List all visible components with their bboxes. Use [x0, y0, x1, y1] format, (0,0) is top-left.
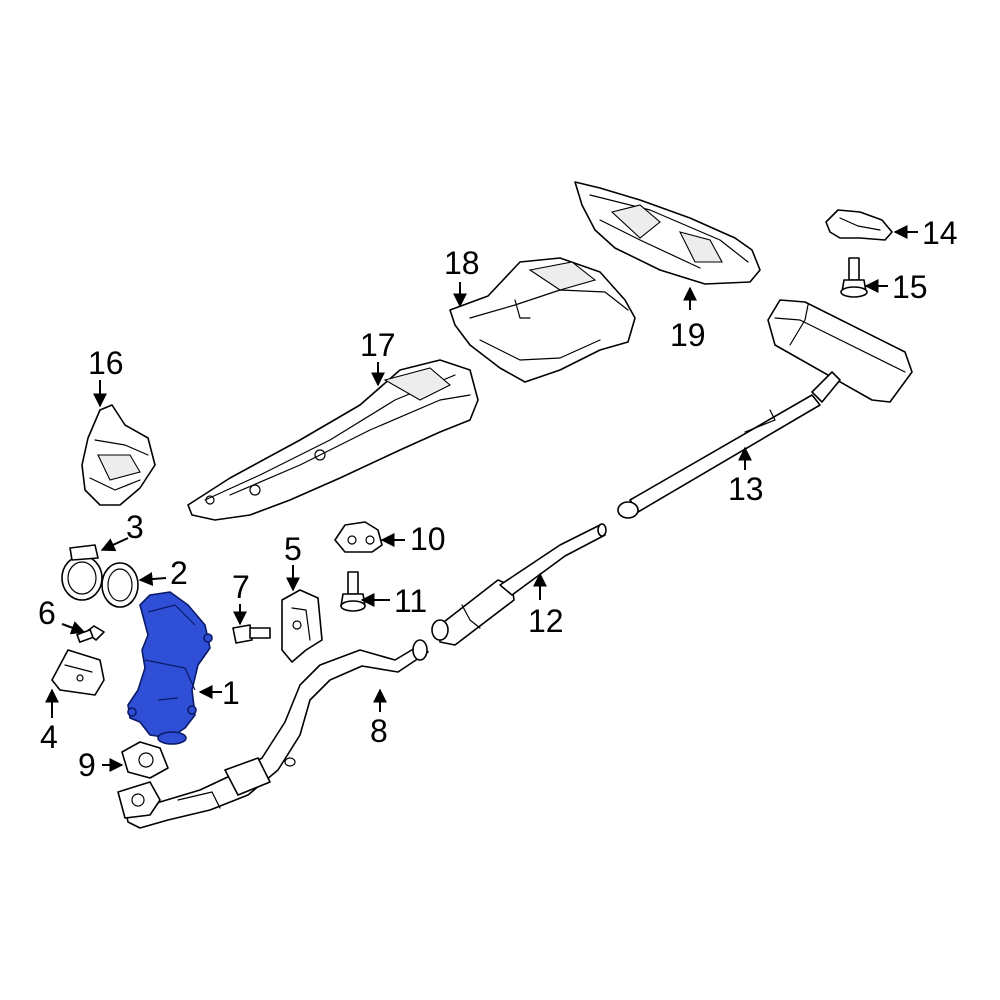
flange-gasket-part[interactable]	[121, 741, 169, 779]
gasket-part[interactable]	[101, 562, 139, 608]
callout-1: 1	[222, 675, 240, 711]
front-heat-shield-part[interactable]	[187, 359, 479, 521]
converter-bracket-part[interactable]	[51, 649, 105, 696]
callout-8: 8	[370, 713, 388, 749]
converter-bolt-part[interactable]	[76, 625, 105, 643]
hanger-bolt-part[interactable]	[840, 257, 868, 298]
bracket-bolt-part[interactable]	[232, 624, 271, 644]
callout-9: 9	[78, 747, 96, 783]
callout-15: 15	[892, 269, 928, 305]
leader-2	[138, 572, 167, 587]
callout-2: 2	[170, 555, 188, 591]
rear-heat-shield-part[interactable]	[574, 181, 761, 285]
callout-7: 7	[232, 569, 250, 605]
callout-16: 16	[88, 345, 124, 381]
callout-6: 6	[38, 595, 56, 631]
hanger-bracket-part[interactable]	[825, 209, 893, 241]
callout-19: 19	[670, 317, 706, 353]
callout-10: 10	[410, 521, 446, 557]
manifold-heat-shield-part[interactable]	[81, 404, 156, 506]
hanger-plate-part[interactable]	[334, 521, 383, 553]
center-heat-shield-part[interactable]	[449, 257, 636, 383]
muffler-tailpipe-part[interactable]	[617, 299, 913, 519]
callout-5: 5	[284, 531, 302, 567]
resonator-pipe-part[interactable]	[431, 523, 607, 646]
callout-4: 4	[40, 719, 58, 755]
hanger-plate-bolt-part[interactable]	[340, 571, 366, 612]
leader-3	[100, 537, 129, 552]
callout-17: 17	[360, 327, 396, 363]
callout-13: 13	[728, 471, 764, 507]
callout-3: 3	[126, 509, 144, 545]
callout-14: 14	[922, 215, 958, 251]
support-bracket-part[interactable]	[281, 589, 323, 663]
catalytic-converter-part[interactable]	[127, 591, 213, 745]
callout-11: 11	[394, 583, 427, 619]
callout-12: 12	[528, 603, 564, 639]
leader-6	[61, 621, 86, 635]
callout-18: 18	[444, 245, 480, 281]
intermediate-pipe-part[interactable]	[117, 639, 429, 829]
clamp-part[interactable]	[61, 544, 103, 601]
